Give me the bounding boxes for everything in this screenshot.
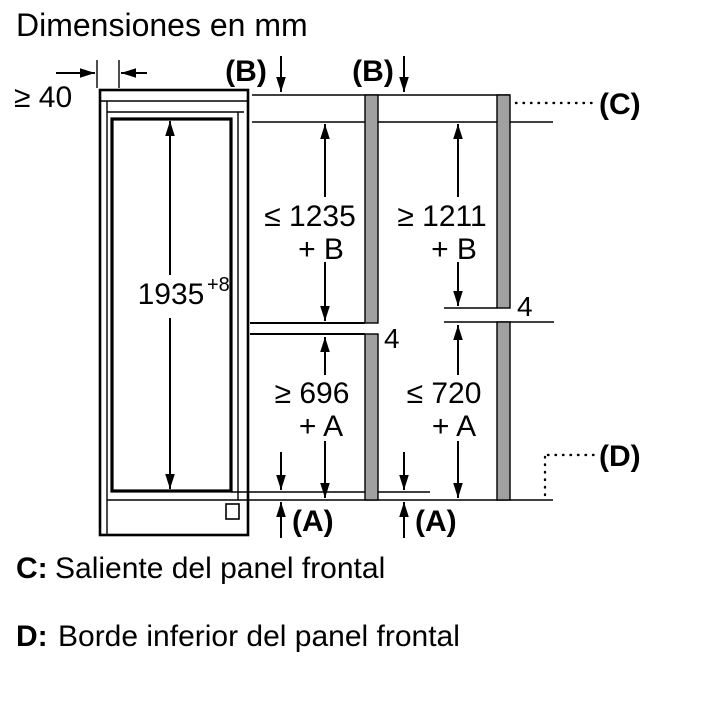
- c-callout: (C): [514, 88, 641, 121]
- upper-right-value: ≥ 1211: [397, 200, 486, 233]
- appliance-foot: [225, 503, 240, 520]
- lower-left-dimension: ≥ 696 + A: [275, 337, 350, 498]
- upper-right-suffix: + B: [431, 233, 477, 266]
- upper-left-suffix: + B: [298, 233, 344, 266]
- cabinet-drawing: [98, 88, 250, 537]
- upper-right-dimension: ≥ 1211 + B: [397, 124, 487, 306]
- top-clearance-dimension: ≥ 40: [14, 60, 147, 114]
- legend-c-key: C:: [16, 552, 48, 585]
- lower-right-dimension: ≤ 720 + A: [407, 325, 482, 498]
- front-panel-right-upper: [496, 94, 511, 309]
- legend-c-text: Saliente del panel frontal: [55, 552, 385, 585]
- height-tolerance: +8: [207, 274, 230, 296]
- height-value: 1935: [138, 278, 205, 311]
- legend-d-text: Borde inferior del panel frontal: [58, 620, 460, 653]
- lower-right-suffix: + A: [432, 410, 476, 443]
- upper-left-value: ≤ 1235: [264, 200, 356, 233]
- lower-left-suffix: + A: [299, 410, 343, 443]
- appliance-door-outline: [110, 117, 233, 493]
- page-title: Dimensiones en mm: [16, 7, 308, 43]
- lower-right-value: ≤ 720: [407, 377, 482, 410]
- label-b-left: (B): [225, 55, 267, 88]
- panel-gap-left-value: 4: [384, 323, 400, 354]
- label-c: (C): [599, 88, 641, 121]
- lower-left-value: ≥ 696: [275, 377, 350, 410]
- label-b-right: (B): [352, 55, 394, 88]
- front-panel-right-lower: [496, 321, 511, 501]
- upper-left-dimension: ≤ 1235 + B: [264, 124, 356, 321]
- top-clearance-value: ≥ 40: [14, 81, 72, 114]
- panel-gap-right-value: 4: [517, 291, 533, 322]
- legend-d-key: D:: [16, 620, 48, 653]
- label-a-right: (A): [415, 505, 457, 538]
- a-callouts: (A) (A): [276, 452, 457, 538]
- b-callouts: (B) (B): [225, 55, 409, 92]
- panel-gap-labels: 4 4: [384, 291, 533, 354]
- legend: C: Saliente del panel frontal D: Borde i…: [16, 552, 460, 653]
- cabinet-outline: [98, 88, 250, 537]
- d-callout: (D): [543, 440, 641, 499]
- label-a-left: (A): [292, 505, 334, 538]
- label-d: (D): [599, 440, 641, 473]
- front-panel-left-upper: [364, 94, 379, 324]
- appliance-height-dimension: 1935 +8: [138, 121, 230, 489]
- furniture-front-panels: [364, 94, 511, 501]
- front-panel-left-lower: [364, 333, 379, 501]
